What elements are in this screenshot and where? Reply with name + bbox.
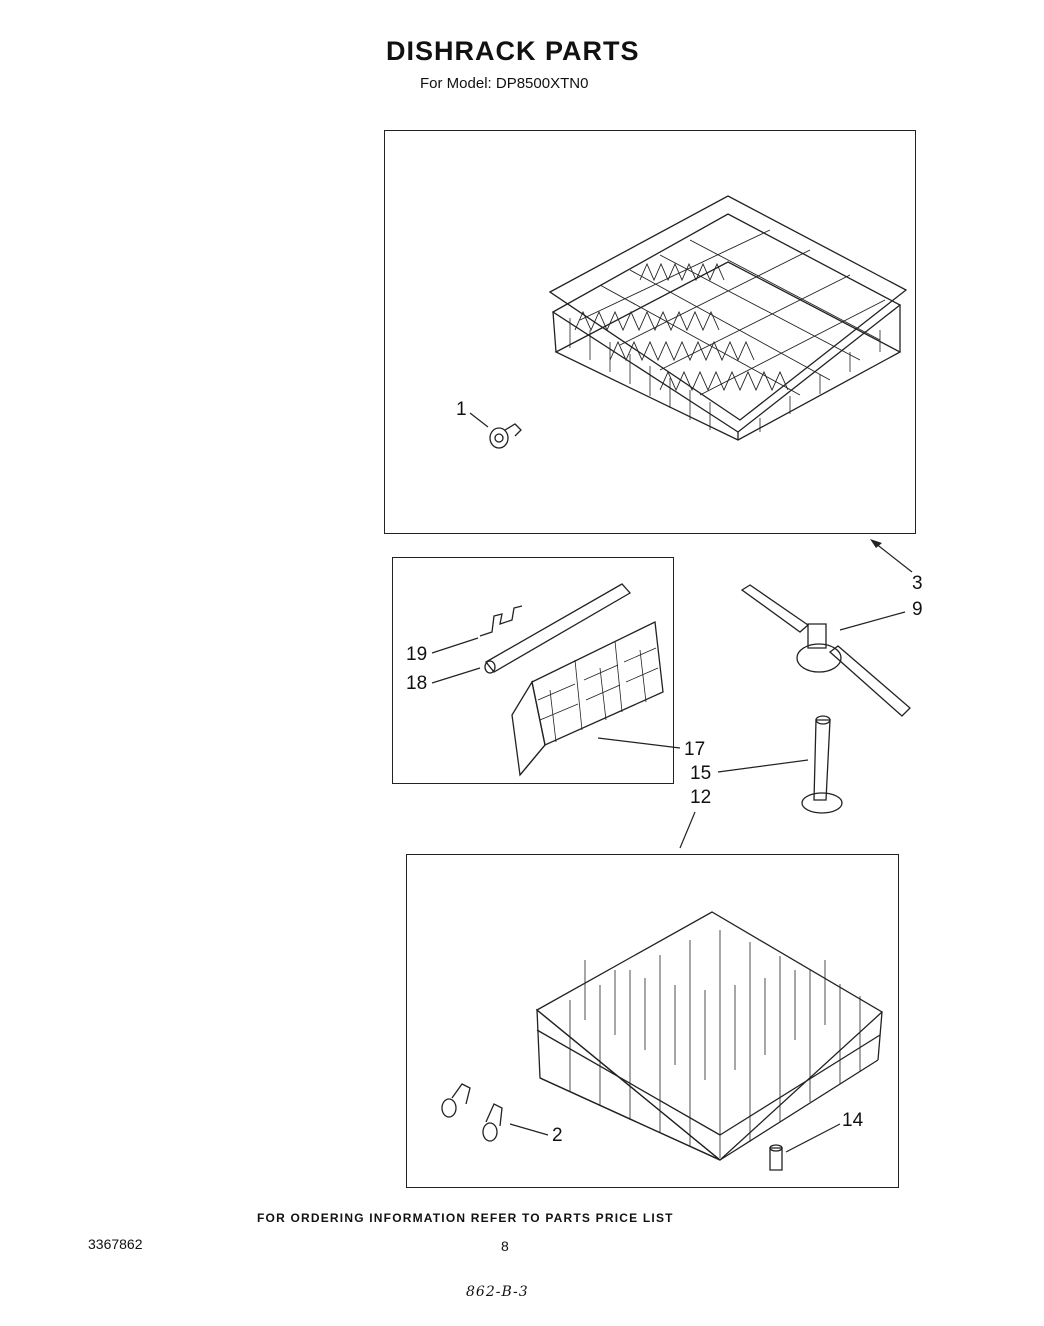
leader-9 <box>840 612 905 630</box>
leader-18 <box>432 668 480 683</box>
callout-3: 3 <box>912 573 923 594</box>
leader-15 <box>718 760 808 772</box>
callout-17: 17 <box>684 739 706 760</box>
leader-2 <box>510 1124 548 1135</box>
callout-14: 14 <box>842 1110 864 1131</box>
upper-rack-panel <box>384 130 916 534</box>
part-9-spray-arm <box>742 585 910 716</box>
lower-rack-panel <box>406 854 899 1188</box>
handwritten-note: 862-B-3 <box>466 1284 529 1300</box>
part-2-rollers <box>442 1084 502 1141</box>
part-18-bar <box>485 584 630 673</box>
leader-19 <box>432 638 478 653</box>
callout-9: 9 <box>912 599 923 620</box>
page-number: 8 <box>501 1238 509 1254</box>
callout-1: 1 <box>456 399 467 420</box>
silverware-basket <box>512 622 663 775</box>
leader-3 <box>875 543 912 572</box>
lower-dishrack <box>537 912 882 1160</box>
silverware-basket-panel <box>392 557 674 784</box>
model-subtitle: For Model: DP8500XTN0 <box>420 75 589 92</box>
part-15-feed-tube <box>802 716 842 813</box>
callout-18: 18 <box>406 673 428 694</box>
upper-dishrack <box>550 196 906 440</box>
part-14-post <box>770 1145 782 1170</box>
leader-1 <box>470 413 488 427</box>
ordering-info-footer: FOR ORDERING INFORMATION REFER TO PARTS … <box>257 1211 674 1225</box>
callout-12: 12 <box>690 787 712 808</box>
leader-17 <box>598 738 680 748</box>
leader-12 <box>680 812 695 848</box>
callout-2: 2 <box>552 1125 563 1146</box>
document-number: 3367862 <box>88 1236 143 1252</box>
part-19-clip <box>480 606 522 636</box>
callout-15: 15 <box>690 763 712 784</box>
page-title: DISHRACK PARTS <box>386 36 640 66</box>
leader-14 <box>786 1124 840 1152</box>
callout-19: 19 <box>406 644 428 665</box>
part-1-roller <box>490 424 521 448</box>
